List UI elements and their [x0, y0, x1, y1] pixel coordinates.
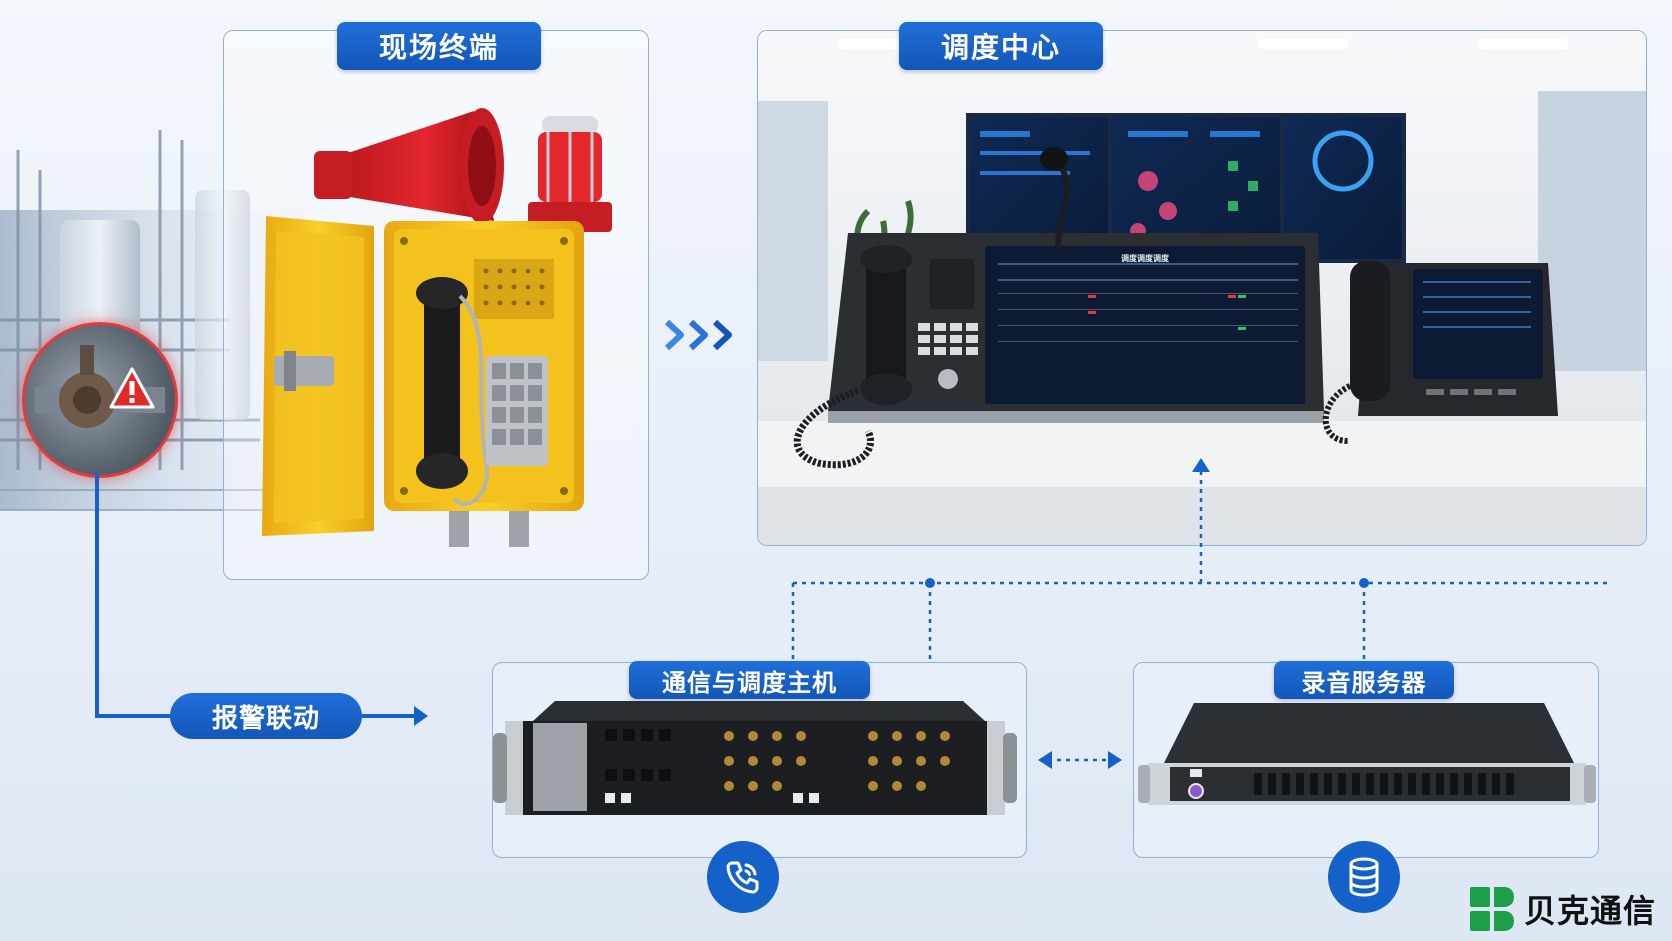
phone-icon: [726, 861, 759, 894]
recording-server-title: 录音服务器: [1274, 661, 1454, 699]
dispatch-console: [793, 147, 1324, 469]
brand-logo: 贝克通信: [1468, 885, 1656, 933]
field-terminal-devices: [262, 108, 612, 547]
chevrons-right-icon: [664, 319, 732, 351]
recording-server-panel: [1133, 662, 1599, 858]
alarm-linkage-label: 报警联动: [170, 693, 362, 739]
comm-host-device: [493, 701, 1017, 815]
dispatch-center-title: 调度中心: [899, 22, 1103, 70]
dispatch-room-scene: [758, 31, 1646, 545]
database-icon-badge: [1328, 841, 1400, 913]
warning-triangle-icon: [109, 367, 155, 409]
field-terminal-panel: [223, 30, 649, 580]
comm-host-title: 通信与调度主机: [629, 661, 870, 699]
field-terminal-title: 现场终端: [337, 22, 541, 70]
phone-icon-badge: [707, 841, 779, 913]
ip-phone: [1322, 261, 1558, 444]
alarm-valve-badge: [22, 322, 178, 478]
recording-server-device: [1138, 703, 1596, 805]
database-icon: [1349, 857, 1379, 897]
dispatch-screen-header: 调度调度调度: [1121, 254, 1169, 263]
terminal-body: [384, 221, 584, 547]
strobe-beacon: [528, 116, 612, 232]
dispatch-center-panel: 调度调度调度: [757, 30, 1647, 546]
horn-speaker: [314, 108, 504, 224]
brand-name: 贝克通信: [1524, 892, 1657, 930]
terminal-door: [262, 216, 374, 536]
alarm-connector-line: [95, 472, 428, 726]
brand-logo-icon: [1470, 887, 1514, 931]
